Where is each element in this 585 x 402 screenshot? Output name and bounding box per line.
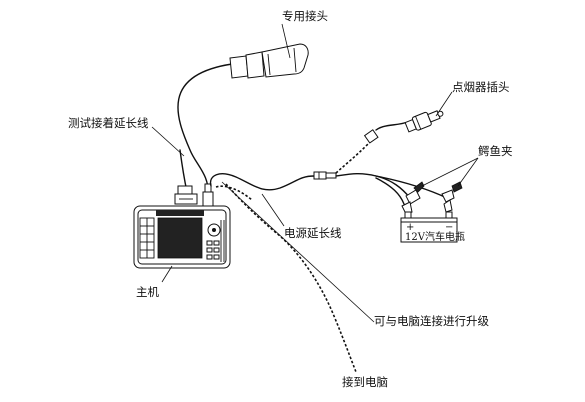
usb-connector <box>202 183 214 207</box>
leader-main-unit <box>161 265 173 283</box>
label-alligator-clips: 鳄鱼夹 <box>478 144 513 158</box>
alligator-clip-left <box>401 181 425 215</box>
leader-test-extension-cable <box>151 126 185 157</box>
label-cigarette-lighter-plug: 点烟器插头 <box>452 80 510 94</box>
special-connector <box>177 43 309 197</box>
test-extension-cable <box>174 149 198 205</box>
battery-plus-sign: + <box>406 222 414 233</box>
label-upgrade-via-pc: 可与电脑连接进行升级 <box>374 314 489 328</box>
main-unit <box>133 205 231 269</box>
cigarette-lighter-plug <box>363 110 444 144</box>
label-special-connector: 专用接头 <box>282 9 328 23</box>
label-power-extension-cable: 电源延长线 <box>284 226 342 240</box>
label-test-extension-cable: 测试接着延长线 <box>68 116 149 130</box>
power-extension-cable <box>209 171 377 191</box>
leader-special-connector <box>281 23 291 59</box>
leader-clips-right <box>457 157 479 187</box>
car-battery: + − 12V汽车电瓶 <box>400 211 465 243</box>
left-vent <box>139 217 155 259</box>
leader-upgrade <box>221 181 375 323</box>
alligator-clip-right <box>441 181 463 213</box>
lighter-cable <box>335 143 369 174</box>
leader-lighter-plug <box>435 91 453 117</box>
leader-clips-left <box>421 157 479 187</box>
pc-cable <box>215 183 357 373</box>
leader-power-cable <box>261 193 285 227</box>
label-main-unit: 主机 <box>136 285 159 299</box>
display-screen <box>157 217 203 259</box>
label-connect-to-pc: 接到电脑 <box>342 375 388 389</box>
battery-minus-sign: − <box>445 222 453 233</box>
battery-label: 12V汽车电瓶 <box>405 230 465 243</box>
keypad <box>206 220 225 262</box>
